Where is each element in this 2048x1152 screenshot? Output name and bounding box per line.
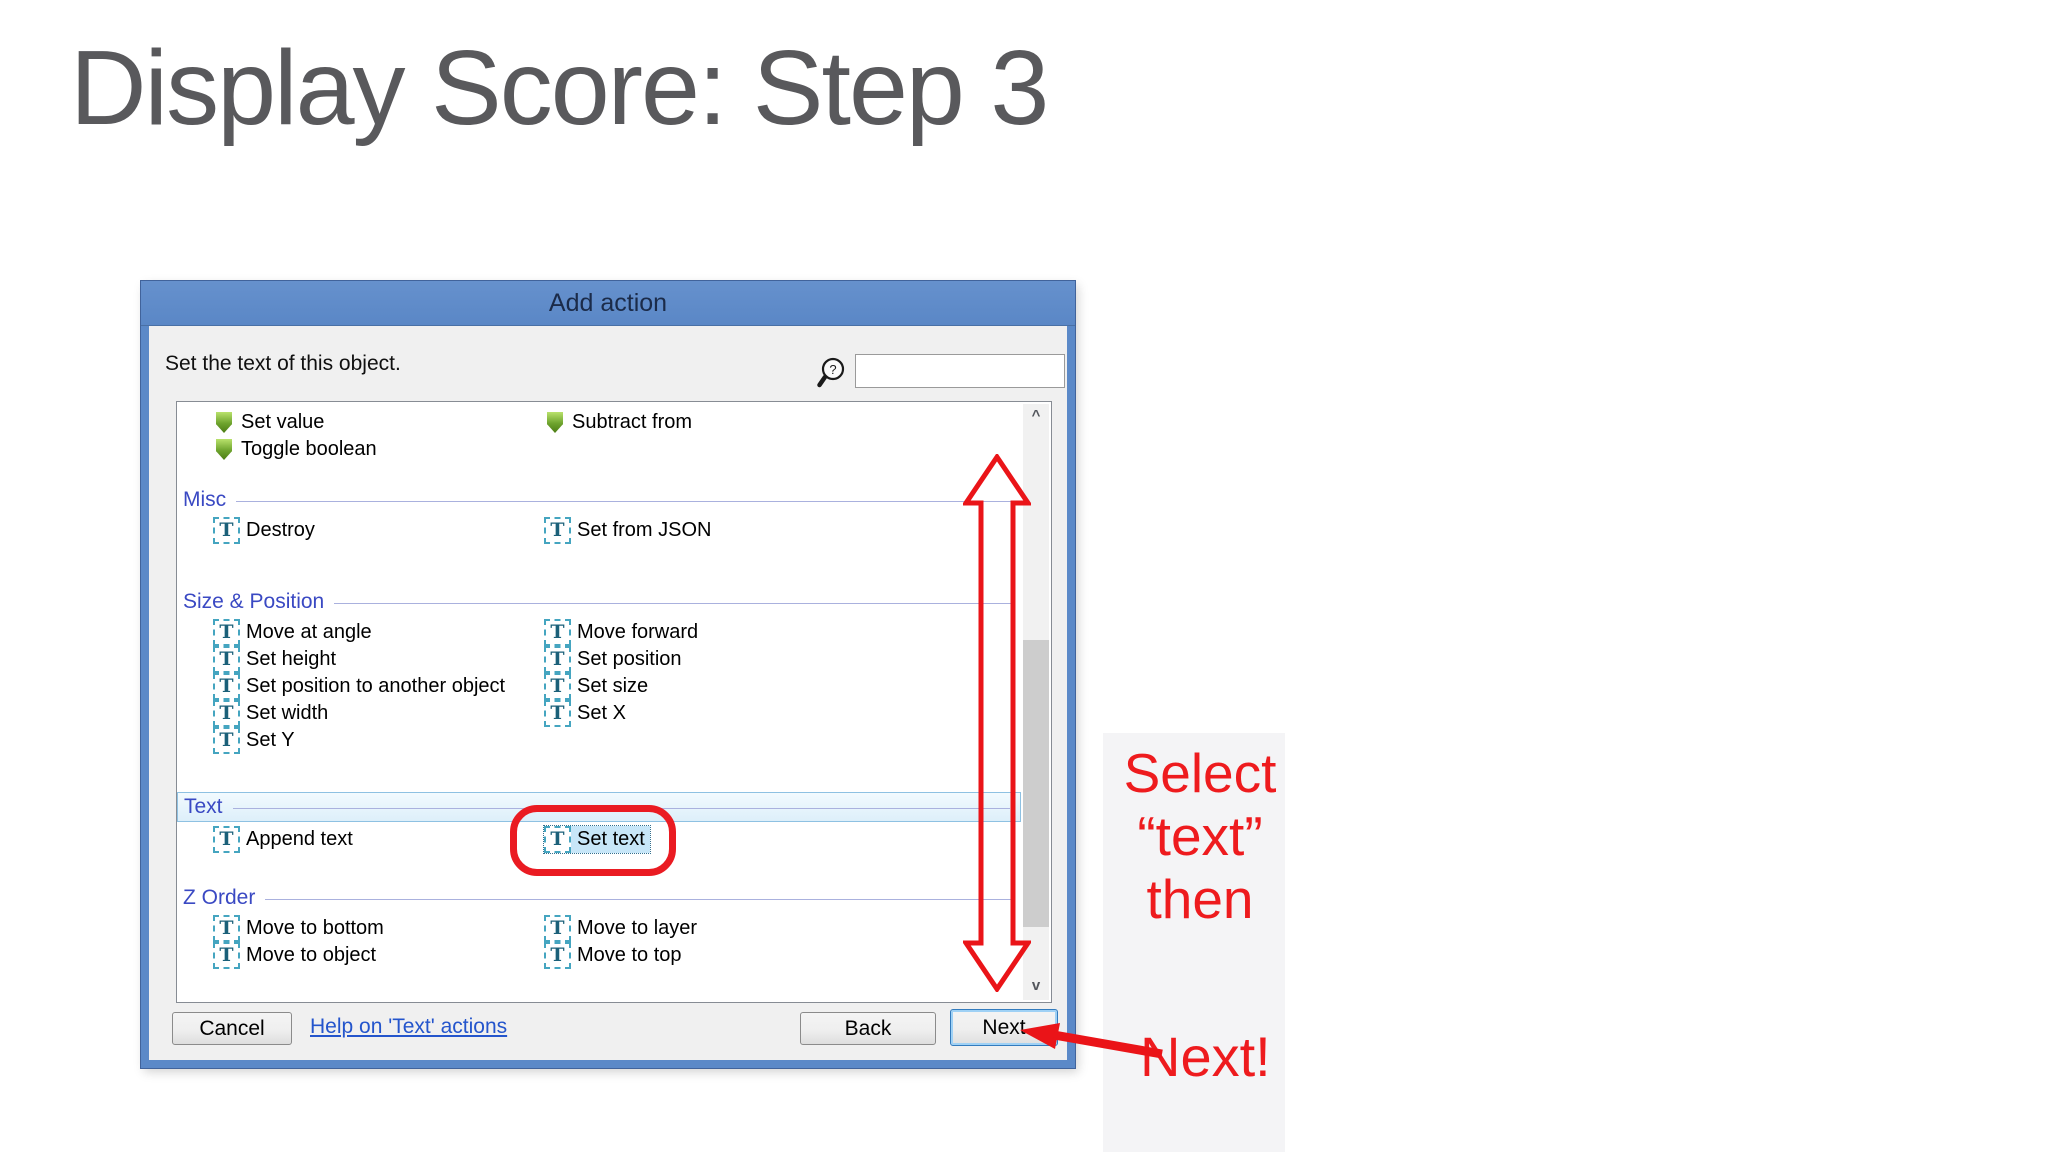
dialog-titlebar[interactable]: Add action — [141, 281, 1075, 326]
text-object-icon: T — [544, 826, 571, 853]
action-group-z-order: Z Order T Move to bottom T Move to layer… — [177, 885, 1021, 969]
set-text-highlight-ring — [510, 805, 676, 876]
scrollbar-thumb[interactable] — [1023, 640, 1049, 927]
text-object-icon: T — [213, 700, 240, 727]
action-item[interactable]: T Set position to another object — [213, 673, 544, 700]
group-rule — [265, 898, 1011, 900]
action-item-label: Set position to another object — [246, 675, 506, 697]
group-header: Misc — [183, 488, 227, 511]
action-list[interactable]: Set value Subtract from Toggle boolean M… — [176, 401, 1052, 1003]
dialog-body: Set the text of this object. ? Set value… — [149, 326, 1067, 1060]
action-filter-input[interactable] — [855, 354, 1065, 388]
cancel-button[interactable]: Cancel — [172, 1012, 292, 1045]
action-item[interactable]: T Append text — [213, 826, 544, 853]
text-object-icon: T — [544, 619, 571, 646]
back-button[interactable]: Back — [800, 1012, 936, 1045]
action-item[interactable]: T Move to layer — [544, 915, 1021, 942]
dialog-title: Add action — [548, 289, 668, 317]
text-object-icon: T — [544, 673, 571, 700]
text-object-icon: T — [213, 727, 240, 754]
instance-variable-icon — [216, 412, 232, 433]
action-item-label: Set value — [241, 411, 325, 433]
action-item[interactable]: T Move forward — [544, 619, 1021, 646]
action-group-variables: Set value Subtract from Toggle boolean — [177, 405, 1021, 463]
action-item-label: Move at angle — [246, 621, 372, 643]
scroll-up-icon[interactable]: ^ — [1023, 404, 1049, 430]
action-item-label: Destroy — [246, 519, 315, 541]
action-item-label: Subtract from — [572, 411, 693, 433]
action-item[interactable]: T Destroy — [213, 517, 544, 544]
action-item[interactable]: T Move to object — [213, 942, 544, 969]
text-object-icon: T — [213, 517, 240, 544]
text-object-icon: T — [544, 915, 571, 942]
search-icon: ? — [817, 357, 845, 388]
action-group-misc: Misc T Destroy T Set from JSON — [177, 487, 1021, 544]
group-header: Size & Position — [183, 590, 325, 613]
text-object-icon: T — [213, 826, 240, 853]
scroll-down-icon[interactable]: v — [1023, 974, 1049, 1000]
action-item-label: Move to object — [246, 944, 377, 966]
group-rule — [236, 500, 1011, 502]
scroll-double-arrow-annotation — [963, 454, 1031, 992]
action-item-label: Toggle boolean — [241, 438, 377, 460]
instance-variable-icon — [547, 412, 563, 433]
action-item-label: Set X — [577, 702, 626, 724]
text-object-icon: T — [213, 942, 240, 969]
action-group-text: Text T Append text T Set text — [177, 792, 1021, 854]
slide-title: Display Score: Step 3 — [70, 29, 1049, 147]
text-object-icon: T — [213, 646, 240, 673]
action-item-label: Set from JSON — [577, 519, 712, 541]
action-item[interactable]: T Set height — [213, 646, 544, 673]
action-group-size-position: Size & Position T Move at angle T Move f… — [177, 589, 1021, 754]
action-item-label: Set width — [246, 702, 329, 724]
action-item[interactable]: T Set width — [213, 700, 544, 727]
action-item-label: Set height — [246, 648, 337, 670]
group-header: Text — [184, 795, 223, 818]
group-header: Z Order — [183, 886, 256, 909]
svg-text:?: ? — [829, 362, 836, 377]
action-item[interactable]: T Set position — [544, 646, 1021, 673]
text-object-icon: T — [544, 700, 571, 727]
action-item[interactable]: Subtract from — [544, 409, 1021, 436]
action-item[interactable]: T Set X — [544, 700, 1021, 727]
action-item[interactable]: T Set size — [544, 673, 1021, 700]
background-band — [1103, 733, 1285, 1152]
action-item[interactable]: T Set Y — [213, 727, 544, 754]
annotation-select-text: Select “text” then — [1123, 742, 1277, 930]
text-object-icon: T — [544, 942, 571, 969]
text-object-icon: T — [213, 673, 240, 700]
text-object-icon: T — [213, 619, 240, 646]
action-item[interactable]: T Set from JSON — [544, 517, 1021, 544]
action-item-label: Set text — [577, 828, 645, 850]
action-item-label: Append text — [246, 828, 353, 850]
text-object-icon: T — [213, 915, 240, 942]
action-item-label: Move to layer — [577, 917, 698, 939]
action-item-label: Move to bottom — [246, 917, 384, 939]
instance-variable-icon — [216, 439, 232, 460]
action-item[interactable]: Toggle boolean — [213, 436, 544, 463]
action-item[interactable]: T Move to bottom — [213, 915, 544, 942]
action-item-label: Move to top — [577, 944, 682, 966]
action-item[interactable]: Set value — [213, 409, 544, 436]
add-action-dialog: Add action Set the text of this object. … — [141, 281, 1075, 1068]
text-object-icon: T — [544, 646, 571, 673]
help-link[interactable]: Help on 'Text' actions — [310, 1015, 508, 1038]
action-item[interactable]: T Move at angle — [213, 619, 544, 646]
group-header-row-highlighted[interactable]: Text — [177, 792, 1021, 822]
action-item-label: Set Y — [246, 729, 295, 751]
action-item-set-text-selected[interactable]: T Set text — [543, 825, 651, 854]
action-item-label: Set position — [577, 648, 682, 670]
text-object-icon: T — [544, 517, 571, 544]
dialog-description: Set the text of this object. — [165, 352, 401, 375]
action-item-label: Set size — [577, 675, 649, 697]
annotation-next: Next! — [1140, 1025, 1271, 1088]
group-rule — [334, 602, 1011, 604]
next-button-arrow-annotation — [1020, 1023, 1163, 1059]
action-item-label: Move forward — [577, 621, 699, 643]
action-item[interactable]: T Move to top — [544, 942, 1021, 969]
